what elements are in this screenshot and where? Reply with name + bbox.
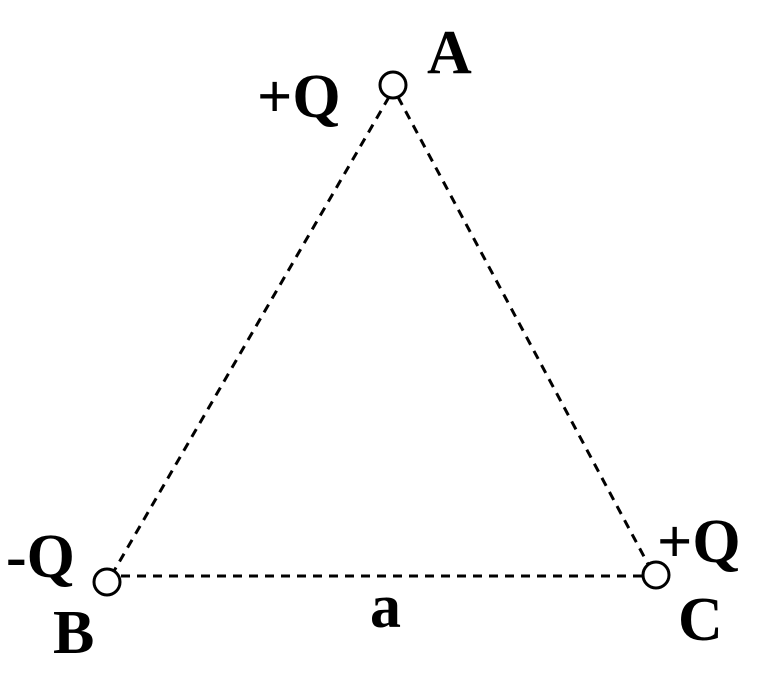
- charge-b-value: -Q: [6, 523, 75, 591]
- side-length-label: a: [370, 573, 401, 641]
- charge-point-b: [92, 567, 122, 597]
- point-a-label: A: [427, 19, 472, 87]
- point-c-label: C: [678, 586, 723, 654]
- point-b-label: B: [53, 599, 94, 667]
- charge-c-value: +Q: [657, 508, 741, 576]
- side-ab: [112, 96, 391, 572]
- charge-point-c: [641, 560, 671, 590]
- side-ac: [396, 96, 650, 565]
- charge-a-value: +Q: [257, 63, 341, 131]
- charge-point-a: [378, 70, 408, 100]
